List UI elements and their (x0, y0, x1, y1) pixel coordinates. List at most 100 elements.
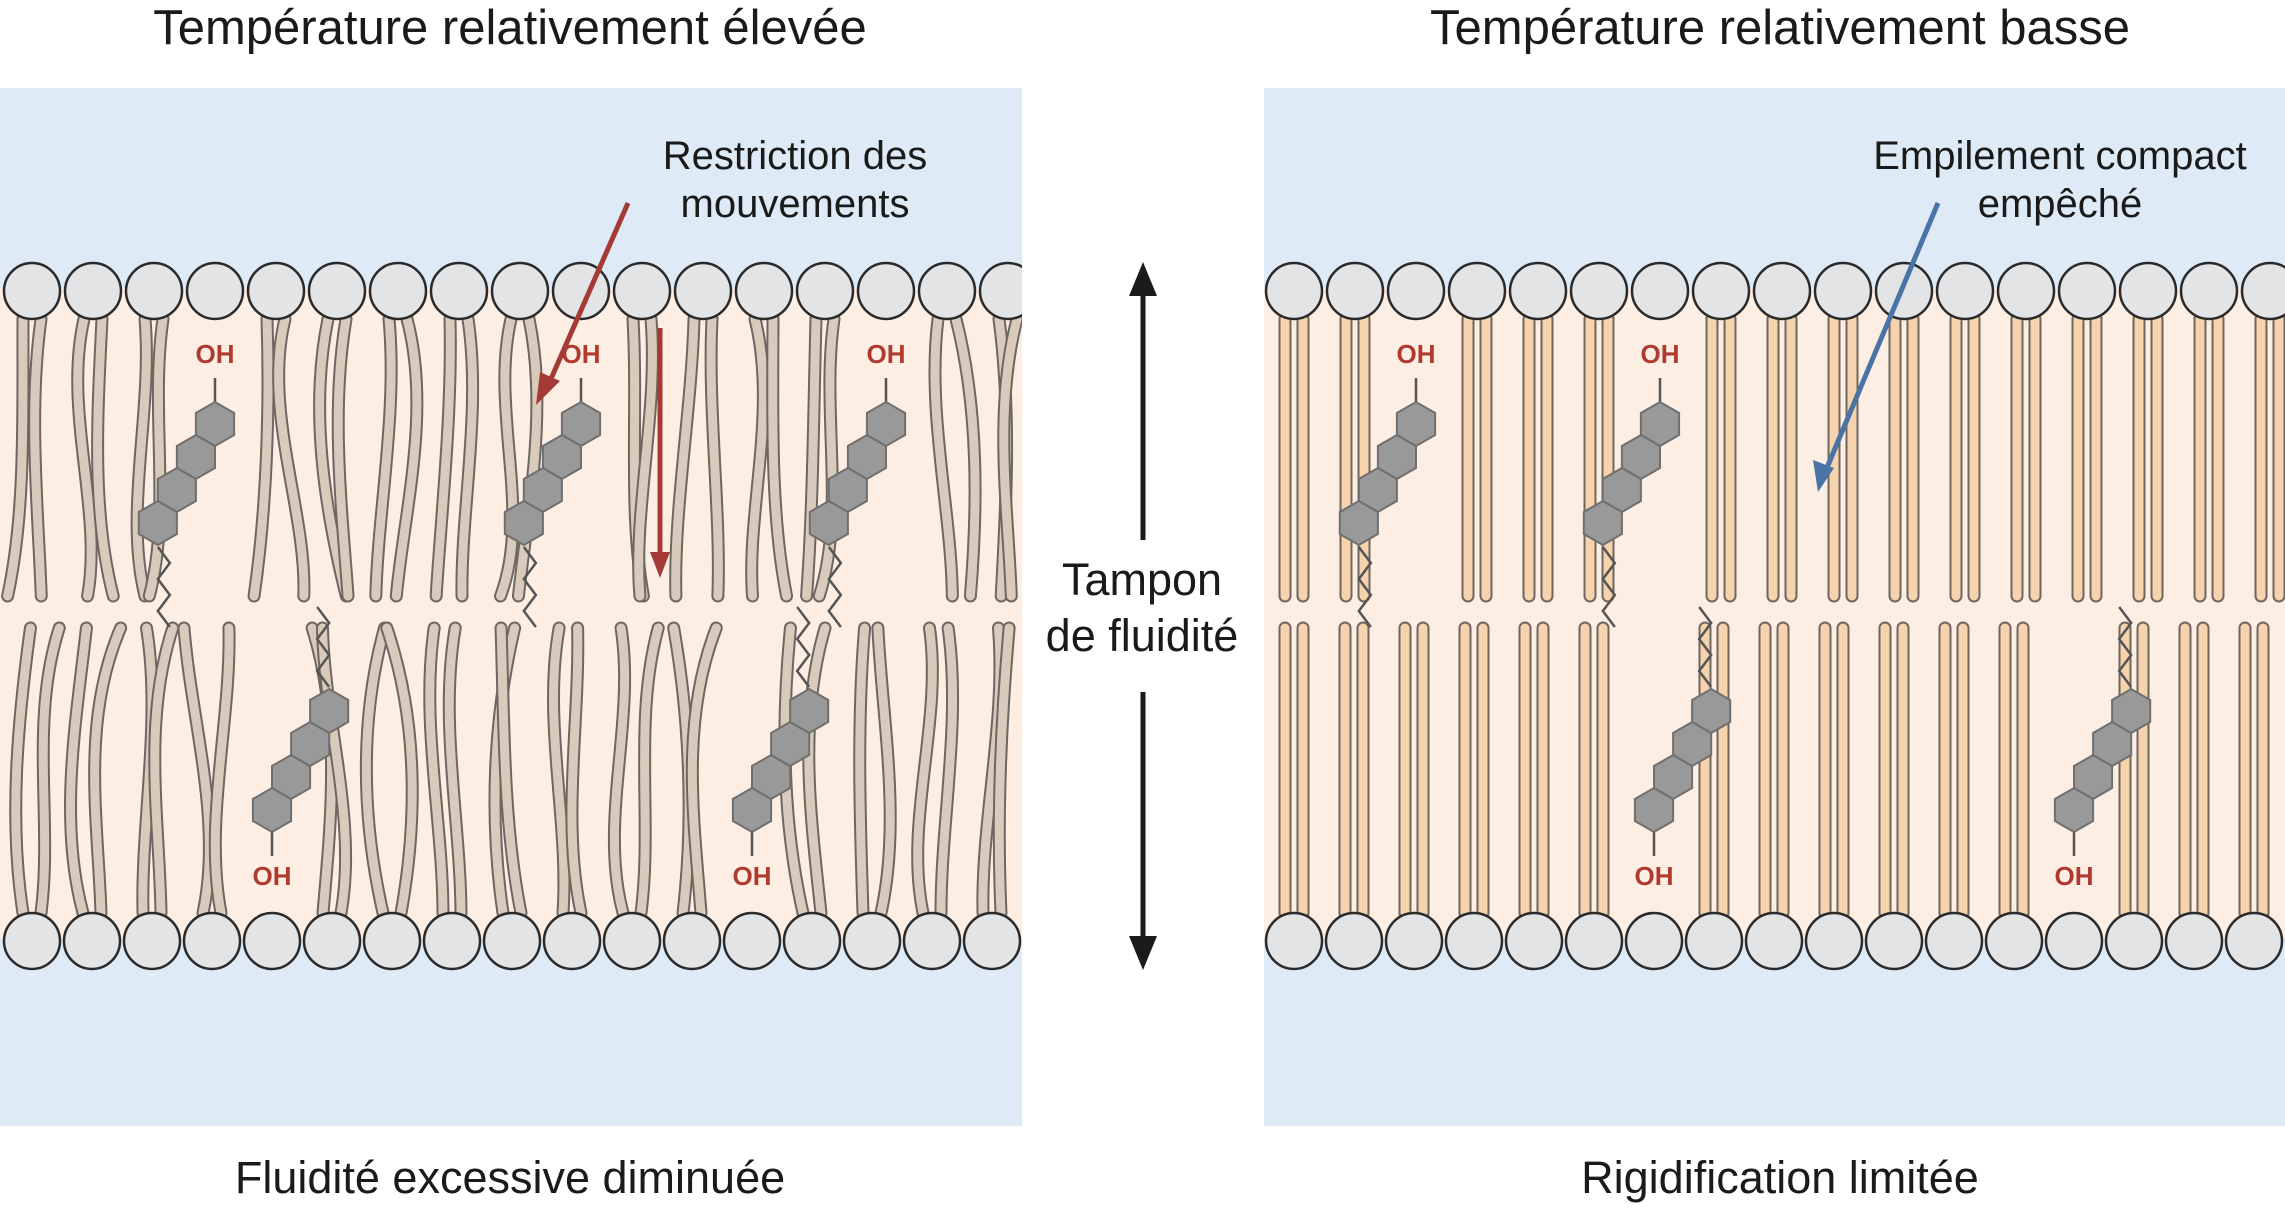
sterol-tail (795, 606, 811, 688)
phospholipid-head (902, 911, 962, 971)
phospholipid-head (1691, 261, 1751, 321)
phospholipid-head (429, 261, 489, 321)
lipid-tail (132, 314, 151, 601)
lipid-tail (274, 314, 309, 601)
sterol-ring (1338, 499, 1379, 547)
phospholipid-head (1630, 261, 1690, 321)
lipid-tail (73, 314, 96, 601)
sterol-ring (2111, 687, 2152, 735)
phospholipid-head (1447, 261, 1507, 321)
lipid-tail (444, 623, 466, 918)
fluidity-buffer-label: Tampon de fluidité (1022, 552, 1262, 664)
lipid-tail (802, 314, 821, 601)
sterol-tail (1601, 546, 1617, 628)
lipid-tail (496, 623, 526, 918)
phospholipid-head (2044, 911, 2104, 971)
phospholipid-head (242, 911, 302, 971)
lipid-tail (66, 623, 91, 918)
phospholipid-head (722, 911, 782, 971)
lipid-tail (150, 623, 178, 918)
phospholipid-head (2, 261, 62, 321)
lipid-tail (371, 314, 396, 601)
phospholipid-head (1264, 261, 1324, 321)
phospholipid-head (2179, 261, 2239, 321)
right-panel-title: Température relativement basse (1430, 1, 2130, 55)
lipid-tail (549, 623, 569, 918)
hydroxyl-label: OH (253, 861, 292, 891)
sterol-tail (1357, 546, 1373, 628)
phospholipid-head (422, 911, 482, 971)
phospholipid-head (1508, 261, 1568, 321)
lipid-tail (873, 623, 895, 918)
phospholipid-head (2118, 261, 2178, 321)
hydroxyl-label: OH (733, 861, 772, 891)
lipid-tail (210, 623, 234, 918)
phospholipid-head (842, 911, 902, 971)
phospholipid-head (1264, 911, 1324, 971)
phospholipid-head (1569, 261, 1629, 321)
sterol-tail (2117, 606, 2133, 688)
lipid-tail (425, 623, 448, 918)
phospholipid-head (2240, 261, 2285, 321)
hydroxyl-label: OH (867, 339, 906, 369)
hydroxyl-label: OH (1635, 861, 1674, 891)
phospholipid-head (917, 261, 977, 321)
lipid-tail (249, 314, 273, 601)
hydroxyl-label: OH (1397, 339, 1436, 369)
lipid-tail (567, 623, 586, 918)
phospholipid-head (482, 911, 542, 971)
sterol-ring (789, 687, 830, 735)
phospholipid-head (362, 911, 422, 971)
phospholipid-head (2104, 911, 2164, 971)
cholesterol-molecule: OH (1582, 339, 1681, 628)
lipid-tail (431, 314, 455, 601)
phospholipid-head (1874, 261, 1934, 321)
cholesterol-molecule: OH (731, 606, 830, 891)
lipid-tail (951, 314, 980, 601)
lipid-tail (11, 623, 35, 918)
lipid-tail (36, 623, 64, 918)
left-annotation: Restriction des mouvements (600, 132, 990, 228)
lipid-tail (391, 314, 422, 601)
lipid-tail (814, 314, 839, 601)
lipid-tail (496, 314, 518, 601)
phospholipid-head (978, 261, 1022, 321)
right-annotation: Empilement compact empêché (1840, 132, 2280, 228)
phospholipid-head (1752, 261, 1812, 321)
phospholipid-head (1324, 911, 1384, 971)
cholesterol-molecule: OH (251, 606, 350, 891)
hydroxyl-label: OH (562, 339, 601, 369)
phospholipid-head (2164, 911, 2224, 971)
phospholipid-head (1935, 261, 1995, 321)
sterol-ring (1582, 499, 1623, 547)
lipid-tail (382, 623, 417, 918)
lipid-tail (747, 314, 768, 601)
lipid-tail (999, 314, 1022, 601)
lipid-tail (144, 314, 168, 601)
lipid-tail (609, 623, 630, 918)
lipid-tail (913, 623, 937, 918)
lipid-tail (93, 314, 118, 601)
phospholipid-head (1864, 911, 1924, 971)
phospholipid-head (782, 911, 842, 971)
lipid-tail (179, 623, 214, 918)
sterol-ring (1691, 687, 1732, 735)
phospholipid-head (1744, 911, 1804, 971)
sterol-tail (1697, 606, 1713, 688)
phospholipid-head (1996, 261, 2056, 321)
lipid-tail (706, 314, 723, 601)
phospholipid-head (1384, 911, 1444, 971)
phospholipid-head (1924, 911, 1984, 971)
cholesterol-molecule: OH (503, 339, 602, 628)
right-annotation-line2: empêché (1977, 182, 2143, 226)
lipid-tail (855, 623, 870, 918)
cholesterol-molecule: OH (1633, 606, 1732, 891)
right-panel-caption: Rigidification limitée (1581, 1152, 1979, 1203)
lipid-tail (333, 314, 353, 601)
phospholipid-head (122, 911, 182, 971)
phospholipid-head (1325, 261, 1385, 321)
